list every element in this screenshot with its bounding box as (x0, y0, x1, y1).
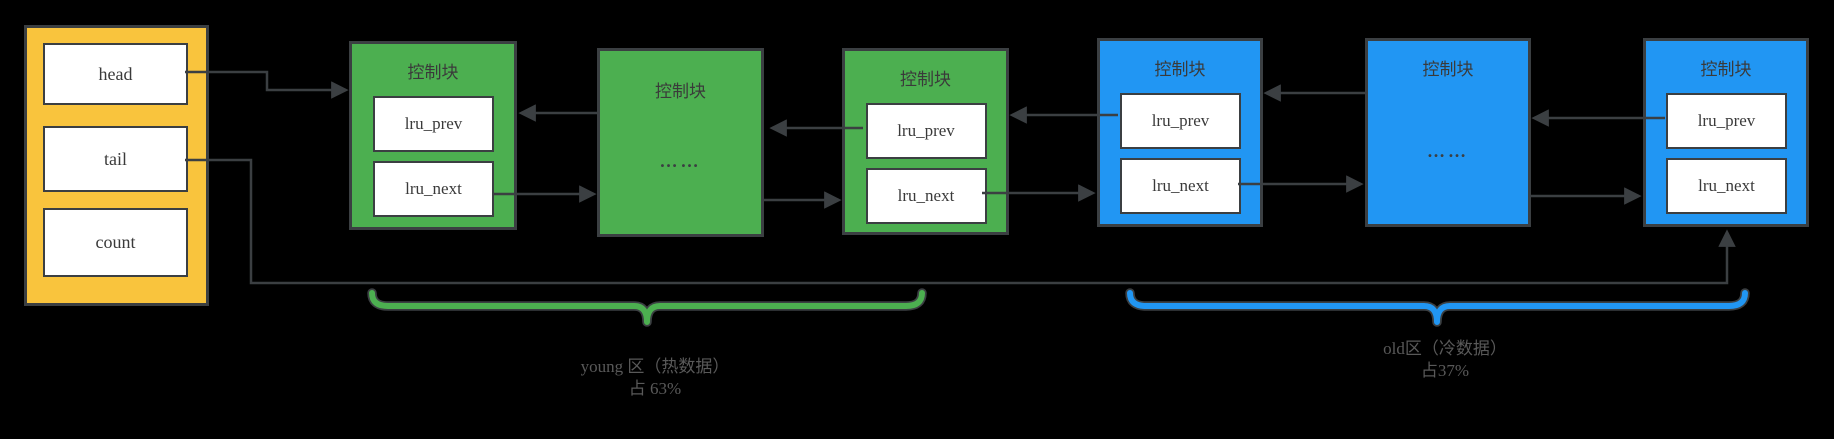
ellipsis-text: …… (1427, 141, 1469, 161)
young-region-brace (367, 288, 927, 327)
young-ellipsis-block: 控制块 …… (597, 48, 764, 237)
lru-next-field: lru_next (1666, 158, 1787, 214)
young-region-label: young 区（热数据） 占 63% (495, 356, 815, 400)
arrow-head-to-young-block1 (185, 70, 349, 99)
count-field: count (43, 208, 188, 277)
lru-pointer-box: head tail count (24, 25, 209, 306)
block-title: 控制块 (1422, 60, 1474, 79)
lru-prev-label: lru_prev (1697, 111, 1756, 130)
old-control-block-1: 控制块 lru_prev lru_next (1097, 38, 1263, 227)
old-region-label: old区（冷数据） 占37% (1285, 338, 1605, 382)
lru-next-label: lru_next (405, 179, 462, 198)
block-title: 控制块 (655, 82, 706, 101)
lru-next-field: lru_next (865, 168, 987, 224)
old-region-label-line1: old区（冷数据） (1383, 339, 1507, 358)
lru-next-field: lru_next (1120, 158, 1241, 214)
lru-prev-label: lru_prev (404, 114, 463, 133)
young-region-label-line1: young 区（热数据） (580, 357, 730, 376)
block-title: 控制块 (1154, 60, 1206, 79)
block-title: 控制块 (407, 63, 459, 82)
tail-field: tail (43, 126, 188, 192)
old-region-brace (1125, 288, 1750, 327)
block-title: 控制块 (900, 70, 951, 89)
ellipsis-text: …… (659, 151, 702, 171)
old-ellipsis-block: 控制块 …… (1365, 38, 1531, 227)
old-control-block-2: 控制块 lru_prev lru_next (1643, 38, 1809, 227)
young-region-label-line2: 占 63% (628, 379, 682, 398)
count-field-label: count (95, 232, 136, 252)
lru-prev-field: lru_prev (1666, 93, 1787, 149)
head-field-label: head (98, 63, 133, 84)
block-title: 控制块 (1700, 60, 1752, 79)
young-control-block-2: 控制块 lru_prev lru_next (842, 48, 1009, 235)
old-region-label-line2: 占37% (1420, 361, 1470, 380)
lru-next-field: lru_next (373, 161, 494, 217)
lru-next-label: lru_next (897, 186, 955, 205)
lru-next-label: lru_next (1152, 176, 1209, 195)
lru-prev-field: lru_prev (865, 103, 987, 159)
lru-prev-field: lru_prev (373, 96, 494, 152)
lru-next-label: lru_next (1698, 176, 1755, 195)
head-field: head (43, 43, 188, 105)
tail-field-label: tail (104, 148, 127, 169)
lru-prev-label: lru_prev (897, 121, 955, 140)
lru-prev-field: lru_prev (1120, 93, 1241, 149)
young-control-block-1: 控制块 lru_prev lru_next (349, 41, 517, 230)
lru-prev-label: lru_prev (1151, 111, 1210, 130)
